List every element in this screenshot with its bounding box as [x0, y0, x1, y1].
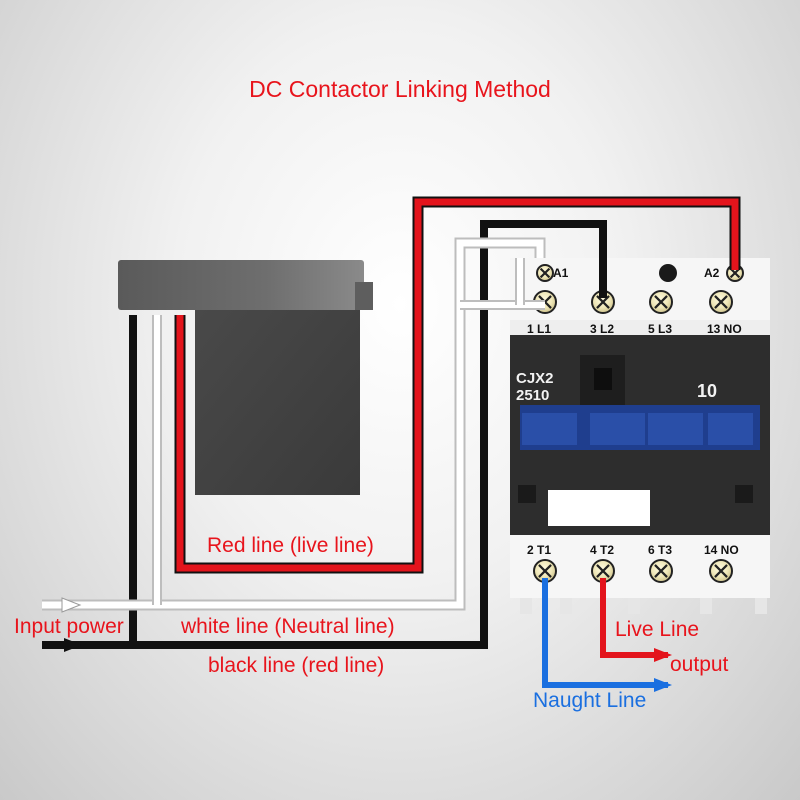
screw-terminal-a1 — [536, 264, 554, 282]
slider-segment-1 — [522, 413, 577, 445]
sensor-body — [195, 290, 360, 495]
naught-line-label: Naught Line — [533, 689, 647, 712]
foot-1 — [520, 598, 532, 614]
contactor-model: CJX2 2510 — [516, 370, 554, 405]
terminal-label-2-t1: 2 T1 — [527, 543, 552, 557]
input-power-label: Input power — [14, 615, 124, 638]
slider-segment-3 — [648, 413, 703, 445]
mount-hole-right — [735, 485, 753, 503]
foot-5 — [755, 598, 767, 614]
white-line-label: white line (Neutral line) — [181, 615, 395, 638]
white-input-arrow — [61, 597, 82, 613]
terminal-label-4-t2: 4 T2 — [590, 543, 615, 557]
coil-indicator-dot — [659, 264, 677, 282]
black-input-arrow — [64, 638, 82, 652]
foot-4 — [700, 598, 712, 614]
live-output-arrow — [654, 648, 672, 662]
mount-hole-left — [518, 485, 536, 503]
terminal-label-3-l2: 3 L2 — [590, 322, 615, 336]
terminal-label-1-l1: 1 L1 — [527, 322, 552, 336]
terminal-label-14-no: 14 NO — [704, 543, 739, 557]
arrows — [61, 597, 672, 692]
live-line-label: Live Line — [615, 618, 700, 641]
coil-terminal-a1-label: A1 — [553, 266, 569, 280]
screw-terminals — [533, 264, 744, 583]
red-wire-live-output — [600, 578, 668, 658]
screw-terminal-6-t3 — [649, 559, 673, 583]
sensor-cap — [118, 260, 364, 310]
contactor — [510, 258, 770, 614]
black-line-label: black line (red line) — [208, 654, 385, 677]
contactor-indicator — [594, 368, 612, 390]
sensor-cap-edge — [355, 282, 373, 310]
light-sensor-device — [118, 260, 373, 495]
terminal-label-5-l3: 5 L3 — [648, 322, 673, 336]
output-label: output — [670, 653, 729, 676]
terminal-label-6-t3: 6 T3 — [648, 543, 673, 557]
model-line-1: CJX2 — [516, 370, 554, 387]
blue-wire-naught — [542, 578, 668, 688]
screw-terminal-14-no — [709, 559, 733, 583]
contactor-nameplate — [548, 490, 650, 526]
screw-terminal-2-t1 — [533, 559, 557, 583]
terminal-label-13-no: 13 NO — [707, 322, 742, 336]
slider-segment-4 — [708, 413, 753, 445]
black-wire-input — [42, 220, 607, 649]
slider-segment-2 — [590, 413, 645, 445]
diagram-title: DC Contactor Linking Method — [249, 76, 551, 102]
foot-2 — [560, 598, 572, 614]
screw-terminal-5-l3 — [649, 290, 673, 314]
coil-terminal-a2-label: A2 — [704, 266, 720, 280]
red-line-label: Red line (live line) — [207, 534, 374, 557]
model-line-2: 2510 — [516, 387, 550, 405]
naught-output-arrow — [654, 678, 672, 692]
wires — [42, 196, 741, 688]
foot-3 — [628, 598, 640, 614]
contact-code: 10 — [697, 381, 718, 401]
screw-terminal-13-no — [709, 290, 733, 314]
